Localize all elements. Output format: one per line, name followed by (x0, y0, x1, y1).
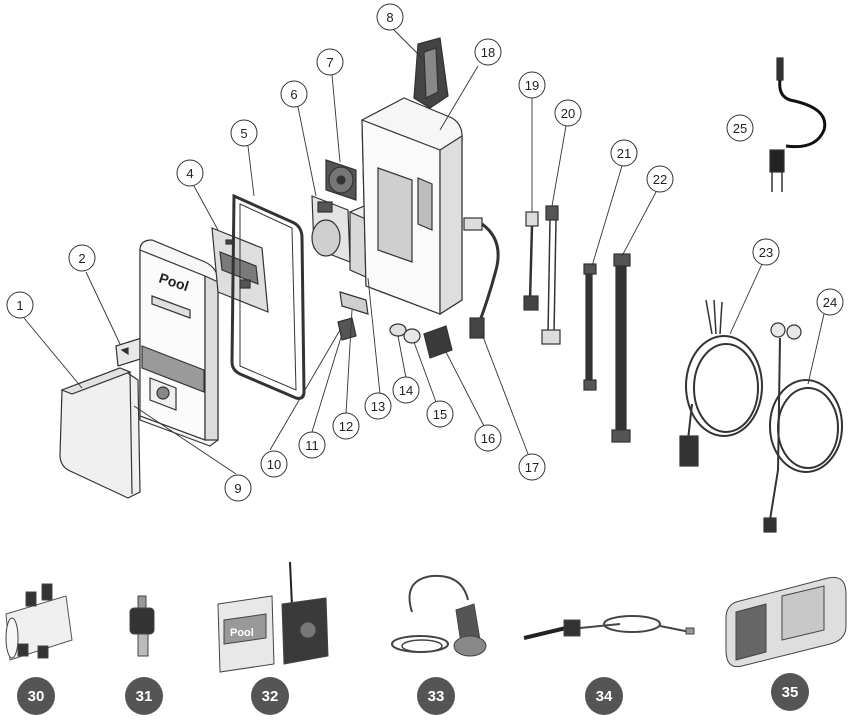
svg-text:31: 31 (136, 688, 153, 705)
svg-text:2: 2 (78, 251, 85, 266)
part-1-front-cover (59, 367, 141, 499)
accessories-artwork: Pool (5, 561, 847, 673)
svg-text:1: 1 (16, 298, 23, 313)
callouts: 1 2 4 5 6 7 8 18 9 10 11 12 13 14 15 16 … (6, 3, 844, 502)
svg-text:12: 12 (339, 419, 353, 434)
callout-12: 12 (332, 412, 360, 440)
callout-1: 1 (6, 291, 34, 319)
callout-15: 15 (426, 400, 454, 428)
callout-9: 9 (224, 474, 252, 502)
svg-text:33: 33 (428, 688, 445, 705)
accessory-35-cell (725, 576, 847, 668)
callout-21: 21 (610, 139, 638, 167)
part-23-cable (679, 299, 763, 467)
accessory-31-probe (129, 595, 155, 657)
part-17-cable (463, 217, 500, 339)
callout-13: 13 (364, 392, 392, 420)
svg-text:14: 14 (399, 383, 413, 398)
svg-text:6: 6 (290, 87, 297, 102)
callout-25: 25 (726, 114, 754, 142)
callout-6: 6 (280, 80, 308, 108)
svg-text:8: 8 (386, 10, 393, 25)
accessory-32-module: Pool (217, 561, 329, 673)
badge-31: 31 (125, 677, 163, 715)
part-18-housing (361, 97, 463, 316)
svg-text:13: 13 (371, 399, 385, 414)
svg-text:24: 24 (823, 295, 837, 310)
part-22-ribbon (611, 253, 631, 443)
accessory-badges: 30 31 32 33 34 35 (17, 673, 809, 715)
callout-20: 20 (554, 99, 582, 127)
svg-text:Pool: Pool (230, 627, 254, 639)
svg-text:5: 5 (240, 126, 247, 141)
badge-30: 30 (17, 677, 55, 715)
part-21-ribbon (583, 263, 597, 391)
callout-11: 11 (298, 431, 326, 459)
badge-34: 34 (585, 677, 623, 715)
part-20-harness (541, 205, 561, 345)
callout-8: 8 (376, 3, 404, 31)
part-16-relay (423, 325, 453, 359)
accessory-30-flow-cell (5, 583, 73, 661)
part-5-gasket (230, 193, 306, 400)
svg-text:34: 34 (596, 688, 613, 705)
part-3-front-panel: Pool (139, 239, 219, 447)
svg-text:15: 15 (433, 407, 447, 422)
part-19-harness (523, 211, 539, 311)
callout-2: 2 (68, 244, 96, 272)
svg-text:22: 22 (653, 172, 667, 187)
part-14-gland (389, 323, 407, 337)
svg-text:16: 16 (481, 431, 495, 446)
svg-text:19: 19 (525, 78, 539, 93)
svg-text:32: 32 (262, 688, 279, 705)
svg-text:17: 17 (525, 460, 539, 475)
part-8-bracket (413, 37, 449, 109)
svg-text:4: 4 (186, 166, 193, 181)
exploded-artwork: Pool (59, 37, 843, 533)
accessory-33-clamp (391, 574, 487, 657)
part-12-connector (339, 291, 369, 315)
callout-24: 24 (816, 288, 844, 316)
callout-4: 4 (176, 159, 204, 187)
part-24-sensor (763, 322, 843, 533)
callout-22: 22 (646, 165, 674, 193)
part-10-terminal (337, 317, 357, 341)
callout-7: 7 (316, 48, 344, 76)
part-15-gland (403, 328, 421, 344)
svg-text:25: 25 (733, 121, 747, 136)
badge-32: 32 (251, 677, 289, 715)
svg-text:7: 7 (326, 55, 333, 70)
callout-17: 17 (518, 453, 546, 481)
accessory-34-sensor (523, 615, 695, 640)
callout-16: 16 (474, 424, 502, 452)
callout-3-visible (0, 0, 234, 146)
part-7-fan (325, 159, 357, 201)
badge-33: 33 (417, 677, 455, 715)
callout-18: 18 (474, 38, 502, 66)
callout-19: 19 (518, 71, 546, 99)
svg-text:21: 21 (617, 146, 631, 161)
svg-text:18: 18 (481, 45, 495, 60)
svg-text:10: 10 (267, 457, 281, 472)
part-25-probe (769, 57, 827, 192)
part-6-power-board (311, 195, 351, 263)
callout-5: 5 (230, 119, 258, 147)
svg-text:30: 30 (28, 688, 45, 705)
badge-35: 35 (771, 673, 809, 711)
svg-text:23: 23 (759, 245, 773, 260)
callout-23: 23 (752, 238, 780, 266)
svg-text:20: 20 (561, 106, 575, 121)
svg-text:9: 9 (234, 481, 241, 496)
callout-10: 10 (260, 450, 288, 478)
svg-text:35: 35 (782, 684, 799, 701)
callout-14: 14 (392, 376, 420, 404)
leader-lines (23, 29, 825, 475)
svg-text:11: 11 (305, 438, 319, 453)
